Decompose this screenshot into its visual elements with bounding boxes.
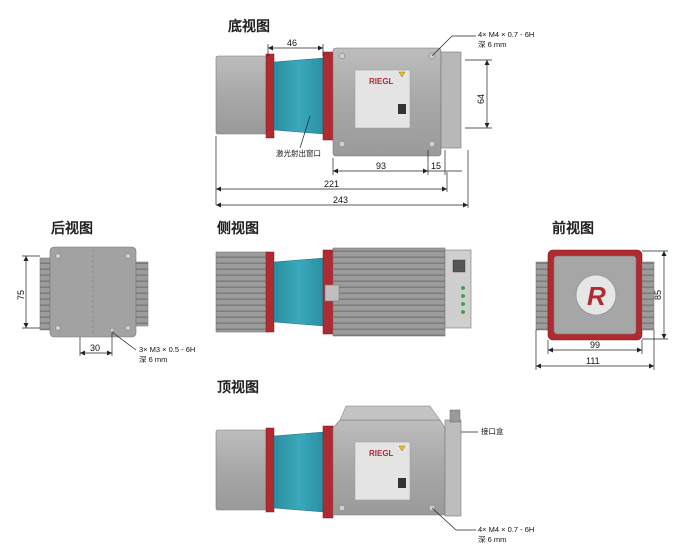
dim-93: 93 bbox=[376, 161, 386, 171]
bottom-laser-warning bbox=[398, 104, 406, 114]
bottom-mount-hole-icon bbox=[428, 140, 436, 148]
rear-thread-depth: 深 6 mm bbox=[139, 355, 167, 364]
top-view-device: RIEGL bbox=[215, 405, 462, 519]
connector-box-label: 接口盒 bbox=[481, 426, 504, 436]
front-view-device: R bbox=[535, 249, 655, 341]
dim-64: 64 bbox=[476, 94, 486, 104]
bottom-thread-note: 4× M4 × 0.7 - 6H bbox=[478, 30, 534, 39]
top-front-housing bbox=[215, 429, 269, 511]
bottom-thread-depth: 深 6 mm bbox=[478, 40, 506, 49]
dim-85: 85 bbox=[653, 290, 663, 300]
bottom-mount-hole-icon bbox=[338, 52, 346, 60]
front-logo-letter: R bbox=[587, 281, 606, 311]
side-front-fins bbox=[215, 251, 269, 333]
led-icon bbox=[461, 286, 465, 290]
side-laser-window bbox=[273, 257, 325, 327]
rear-right-fins bbox=[135, 261, 149, 327]
laser-window-label: 激光射出窗口 bbox=[276, 148, 321, 158]
top-brand-label: RIEGL bbox=[369, 449, 394, 458]
rear-view-device bbox=[39, 246, 149, 338]
top-body-chamfer bbox=[339, 405, 441, 421]
led-icon bbox=[461, 294, 465, 298]
top-thread-depth: 深 6 mm bbox=[478, 535, 506, 544]
bottom-label-plate bbox=[354, 69, 411, 129]
led-icon bbox=[461, 310, 465, 314]
rear-thread-note: 3× M3 × 0.5 - 6H bbox=[139, 345, 195, 354]
top-laser-warning bbox=[398, 478, 406, 488]
bottom-mount-hole-icon bbox=[338, 140, 346, 148]
side-main-body-fins bbox=[332, 247, 446, 337]
top-red-flange-front bbox=[265, 427, 275, 513]
side-handle bbox=[324, 284, 340, 302]
led-icon bbox=[461, 302, 465, 306]
dim-46: 46 bbox=[287, 38, 297, 48]
top-warning-icon bbox=[398, 445, 406, 452]
top-thread-note: 4× M4 × 0.7 - 6H bbox=[478, 525, 534, 534]
bottom-brand-label: RIEGL bbox=[369, 77, 394, 86]
front-right-fins bbox=[641, 261, 655, 331]
top-view-title: 顶视图 bbox=[217, 379, 259, 396]
bottom-connector-box bbox=[440, 51, 462, 149]
side-port bbox=[452, 259, 466, 273]
bottom-warning-icon bbox=[398, 71, 406, 78]
top-connector-plug bbox=[449, 409, 461, 423]
dim-243: 243 bbox=[333, 195, 348, 205]
front-left-fins bbox=[535, 261, 549, 331]
top-red-flange-rear bbox=[322, 425, 334, 519]
front-view-title: 前视图 bbox=[552, 220, 594, 237]
side-view-title: 侧视图 bbox=[217, 220, 259, 237]
top-connector-box bbox=[444, 419, 462, 517]
dim-75: 75 bbox=[16, 290, 26, 300]
dim-221: 221 bbox=[324, 179, 339, 189]
rear-view-title: 后视图 bbox=[51, 220, 93, 237]
rear-left-fins bbox=[39, 257, 51, 331]
bottom-front-housing bbox=[215, 55, 269, 135]
bottom-red-flange-rear bbox=[322, 51, 334, 141]
bottom-view-device: RIEGL bbox=[215, 47, 462, 157]
dim-111: 111 bbox=[586, 356, 600, 366]
top-label-plate bbox=[354, 441, 411, 501]
bottom-red-flange-front bbox=[265, 53, 275, 139]
dim-99: 99 bbox=[590, 340, 600, 350]
top-mount-hole-icon bbox=[338, 504, 346, 512]
side-red-flange-front bbox=[265, 251, 275, 333]
dim-15: 15 bbox=[431, 161, 441, 171]
bottom-laser-window bbox=[273, 57, 325, 135]
dim-30: 30 bbox=[90, 343, 100, 353]
bottom-view-title: 底视图 bbox=[228, 18, 270, 35]
side-view-device bbox=[215, 247, 472, 337]
front-logo-disc bbox=[575, 274, 617, 316]
top-laser-window bbox=[273, 431, 325, 513]
